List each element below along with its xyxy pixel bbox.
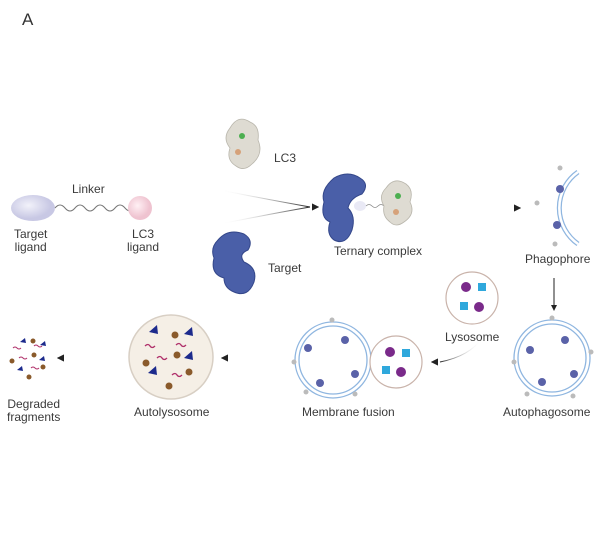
target-ligand-shape	[11, 195, 55, 221]
autolysosome-icon	[128, 314, 214, 400]
degraded-fragments-icon	[9, 338, 46, 380]
ternary-complex-label: Ternary complex	[334, 244, 423, 258]
lc3-ligand-label-line1: LC3	[132, 227, 155, 241]
phagophore-label: Phagophore	[525, 252, 591, 266]
ternary-complex-icon	[322, 173, 413, 243]
lc3-protein-icon	[225, 118, 261, 169]
target-ligand-label: Target ligand	[14, 228, 47, 254]
panel-label: A	[22, 10, 34, 29]
target-protein-icon	[212, 231, 256, 295]
autolysosome-label: Autolysosome	[134, 405, 210, 419]
lc3-label: LC3	[274, 151, 297, 165]
lc3-ligand-shape	[128, 196, 152, 220]
phagophore-icon	[534, 165, 580, 247]
convergence-arrow	[175, 189, 320, 225]
degraded-fragments-label: Degraded fragments	[7, 398, 60, 424]
lc3-ligand-label: LC3 ligand	[127, 228, 159, 254]
lysosome-icon	[445, 271, 499, 325]
membrane-fusion-icon	[291, 317, 423, 399]
target-ligand-label-line2: ligand	[14, 240, 47, 254]
degraded-label-line1: Degraded	[7, 397, 61, 411]
linker-shape	[54, 204, 136, 212]
lysosome-label: Lysosome	[445, 330, 500, 344]
linker-label: Linker	[72, 182, 105, 196]
membrane-fusion-label: Membrane fusion	[302, 405, 395, 419]
autophagosome-icon	[511, 315, 594, 399]
lc3-ligand-label-line2: ligand	[127, 240, 160, 254]
autophagosome-label: Autophagosome	[503, 405, 591, 419]
arrow-to-membrane-fusion	[430, 337, 505, 366]
target-label: Target	[268, 261, 302, 275]
degraded-label-line2: fragments	[7, 410, 61, 424]
target-ligand-label-line1: Target	[14, 227, 48, 241]
